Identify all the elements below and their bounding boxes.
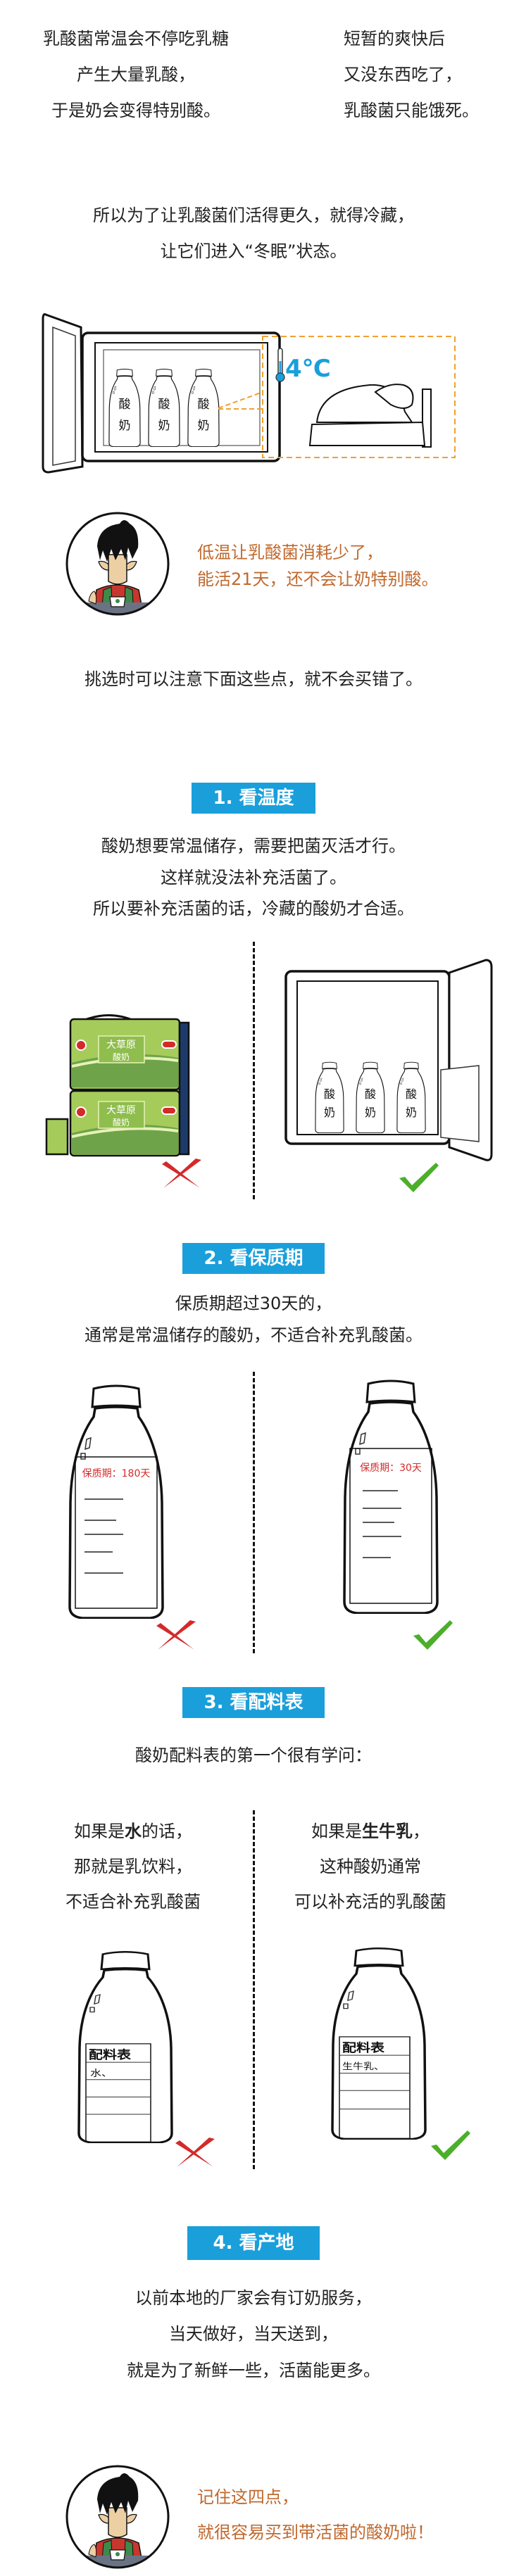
section-line: 就是为了新鲜一些，活菌能更多。 — [127, 2361, 380, 2380]
fridge-bottles: 酸 奶 酸 奶 酸 奶 — [108, 368, 220, 447]
section-header-temperature: 1. 看温度 — [0, 783, 507, 814]
bottle-180-days: 保质期：180天 — [68, 1384, 164, 1619]
section-header-origin: 4. 看产地 — [0, 2226, 507, 2260]
bottle-raw-milk-ingredient: 配料表 生牛乳、 — [331, 1947, 427, 2140]
bottle-label: 酸 — [365, 1087, 376, 1101]
bottle-30-days: 保质期：30天 — [343, 1379, 439, 1614]
temperature-label: 4℃ — [285, 355, 331, 383]
left-col-line: 那就是乳饮料， — [74, 1857, 192, 1876]
box-product: 酸奶 — [113, 1052, 130, 1062]
right-col-line: 如果是生牛乳， — [311, 1821, 430, 1841]
bottle-label: 奶 — [406, 1106, 417, 1119]
intro-right-line: 又没东西吃了， — [344, 65, 462, 84]
zoom-callout-box — [262, 336, 456, 458]
box-brand: 大草原 — [106, 1105, 136, 1116]
first-ingredient: 生牛乳、 — [342, 2062, 384, 2071]
first-ingredient: 水、 — [90, 2068, 113, 2078]
bottle-label: 酸 — [158, 398, 170, 412]
section-title: 2. 看保质期 — [182, 1243, 325, 1274]
section-line: 保质期超过30天的， — [175, 1294, 332, 1313]
correct-mark-icon — [431, 2130, 470, 2160]
fridge-hibernate-illustration: 酸 奶 酸 奶 酸 奶 4℃ — [42, 313, 456, 474]
hibernate-line: 所以为了让乳酸菌们活得更久，就得冷藏， — [93, 206, 414, 225]
bottle-label: 酸 — [198, 398, 210, 412]
left-col-line: 不适合补充乳酸菌 — [65, 1892, 201, 1912]
room-temp-yogurt-boxes: 大草原 酸奶 大草原 酸奶 — [45, 1014, 190, 1157]
hibernate-line: 让它们进入“冬眠”状态。 — [160, 241, 347, 261]
right-col-line: 可以补充活的乳酸菌 — [294, 1892, 446, 1912]
bottle-label: 奶 — [158, 419, 170, 433]
section-title: 4. 看产地 — [187, 2226, 320, 2260]
bottle-label: 酸 — [119, 398, 131, 412]
box-product: 酸奶 — [113, 1117, 130, 1128]
thermometer-icon — [275, 348, 285, 382]
section-line: 这样就没法补充活菌了。 — [161, 868, 346, 888]
fridge-illustration: 酸 奶 酸 奶 酸 奶 — [284, 959, 493, 1161]
section-header-shelf-life: 2. 看保质期 — [0, 1243, 507, 1274]
intro-left-line: 乳酸菌常温会不停吃乳糖 — [43, 29, 229, 49]
avatar — [65, 511, 170, 617]
wrong-mark-icon — [162, 1158, 201, 1188]
divider — [253, 1810, 255, 2169]
sleeping-bed-icon — [308, 384, 432, 448]
note-line: 能活21天，还不会让奶特别酸。 — [197, 569, 439, 589]
correct-mark-icon — [413, 1620, 453, 1650]
wrong-mark-icon — [175, 2138, 215, 2167]
shelf-life-label: 保质期：180天 — [82, 1468, 151, 1479]
wrong-mark-icon — [156, 1620, 196, 1650]
shelf-life-label: 保质期：30天 — [360, 1463, 422, 1474]
section-line: 所以要补充活菌的话，冷藏的酸奶才合适。 — [93, 899, 414, 918]
correct-mark-icon — [399, 1163, 439, 1192]
left-col-line: 如果是水的话， — [74, 1821, 192, 1841]
note-line: 记住这四点， — [197, 2487, 299, 2507]
avatar — [65, 2464, 170, 2570]
section-line: 以前本地的厂家会有订奶服务， — [135, 2288, 372, 2308]
section-title: 3. 看配料表 — [182, 1687, 325, 1718]
divider — [253, 942, 255, 1199]
note-line: 低温让乳酸菌消耗少了， — [197, 543, 383, 562]
bottle-label: 酸 — [406, 1087, 417, 1101]
intro-left-line: 于是奶会变得特别酸。 — [51, 101, 220, 120]
section-header-ingredients: 3. 看配料表 — [0, 1687, 507, 1718]
bottle-label: 奶 — [119, 419, 131, 433]
tip-intro: 挑选时可以注意下面这些点，就不会买错了。 — [84, 669, 423, 689]
bottle-label: 奶 — [365, 1106, 376, 1119]
intro-left-line: 产生大量乳酸， — [77, 65, 195, 84]
bottle-water-ingredient: 配料表 水、 — [77, 1950, 173, 2143]
section-line: 通常是常温储存的酸奶，不适合补充乳酸菌。 — [84, 1325, 423, 1345]
divider — [253, 1372, 255, 1653]
bottle-label: 奶 — [324, 1106, 335, 1119]
section-line: 酸奶配料表的第一个很有学问： — [135, 1745, 372, 1765]
intro-right-line: 短暂的爽快后 — [344, 29, 445, 49]
section-line: 酸奶想要常温储存，需要把菌灭活才行。 — [101, 836, 406, 856]
section-title: 1. 看温度 — [192, 783, 315, 814]
ingredient-label-title: 配料表 — [342, 2041, 385, 2055]
box-brand: 大草原 — [106, 1040, 136, 1051]
note-line: 就很容易买到带活菌的酸奶啦！ — [197, 2523, 434, 2542]
right-col-line: 这种酸奶通常 — [320, 1857, 421, 1876]
intro-right-line: 乳酸菌只能饿死。 — [344, 101, 479, 120]
section-line: 当天做好，当天送到， — [169, 2324, 338, 2344]
ingredient-label-title: 配料表 — [89, 2048, 132, 2062]
bottle-label: 奶 — [198, 419, 210, 433]
bottle-label: 酸 — [324, 1087, 335, 1101]
